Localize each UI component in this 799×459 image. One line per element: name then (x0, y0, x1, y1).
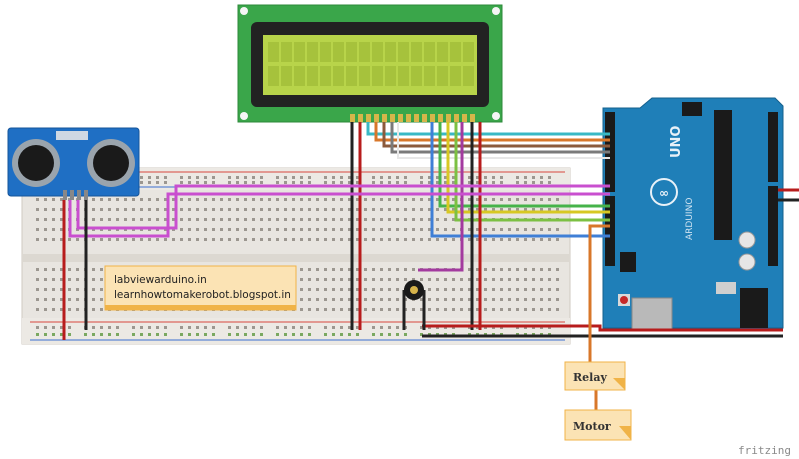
note-line-1: labviewarduino.in (114, 274, 207, 286)
note-line-2: learnhowtomakerobot.blogspot.in (114, 289, 291, 301)
power-jack (740, 288, 768, 328)
reset-button-icon (620, 296, 628, 304)
potentiometer (404, 280, 424, 300)
svg-text:∞: ∞ (659, 186, 669, 200)
breadboard-note: labviewarduino.in learnhowtomakerobot.bl… (104, 265, 297, 311)
lcd-module (237, 4, 503, 123)
lcd-header-pins (350, 114, 475, 122)
arduino-uno: ∞ UNO ARDUINO (602, 97, 784, 331)
mount-hole (492, 7, 500, 15)
crystal (56, 131, 88, 140)
arduino-logo (650, 178, 678, 206)
mount-hole (240, 112, 248, 120)
relay-note: Relay (564, 361, 626, 391)
atmega-chip (714, 110, 732, 240)
relay-label: Relay (573, 371, 607, 384)
ultrasonic-sensor (7, 127, 140, 200)
uno-label: UNO (669, 126, 684, 159)
motor-note: Motor (564, 409, 632, 441)
motor-label: Motor (573, 420, 611, 433)
fritzing-credit: fritzing (738, 444, 791, 457)
mount-hole (240, 7, 248, 15)
usb-port (631, 297, 673, 331)
arduino-label: ARDUINO (685, 198, 695, 240)
lcd-character-grid (268, 42, 474, 86)
wires (62, 122, 799, 414)
mount-hole (492, 112, 500, 120)
